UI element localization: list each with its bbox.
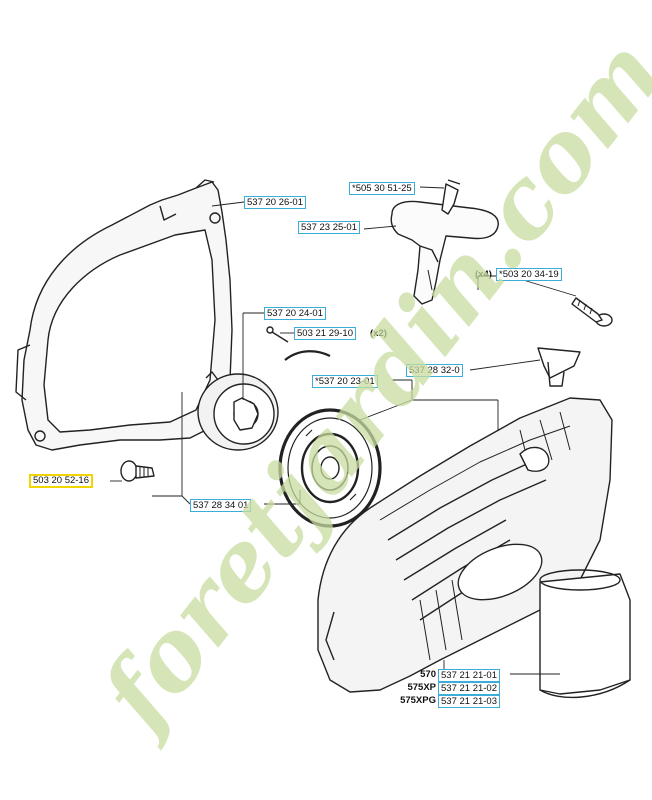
part-label-starter-housing: *537 20 23-01 [312, 375, 378, 388]
starter-housing [317, 397, 613, 693]
cylinder-shroud [539, 569, 631, 699]
part-label-rope-pulley: 537 20 24-01 [264, 307, 326, 320]
model-name-570: 570 [420, 669, 436, 680]
quantity-housing-screw: (x4) [475, 269, 492, 280]
part-label-starter-handle: 537 23 25-01 [298, 221, 360, 234]
housing-screw [571, 297, 613, 327]
handle-clip [441, 179, 461, 215]
part-label-bolt: 503 20 52-16 [29, 474, 93, 488]
part-label-small-screw: 503 21 29-10 [294, 327, 356, 340]
part-label-575xpg: 537 21 21-03 [438, 695, 500, 708]
rope-pulley [197, 371, 279, 451]
part-label-handle-clip: *505 30 51-25 [349, 182, 415, 195]
model-name-575xp: 575XP [407, 682, 436, 693]
starter-cover [15, 179, 233, 451]
part-label-575xp: 537 21 21-02 [438, 682, 500, 695]
model-name-575xpg: 575XPG [400, 695, 436, 706]
part-label-starter-cover: 537 20 26-01 [244, 196, 306, 209]
rope-guide-bushing [537, 347, 581, 387]
starter-rope [284, 350, 331, 361]
small-screw [266, 326, 289, 343]
starter-handle [390, 200, 499, 305]
part-label-570: 537 21 21-01 [438, 669, 500, 682]
bolt [120, 460, 155, 482]
leader-lines [110, 186, 577, 675]
part-label-housing-screw: *503 20 34-19 [496, 268, 562, 281]
part-label-rope-guide-bushing: 537 28 32-0 [406, 364, 463, 377]
quantity-small-screw: (x2) [370, 328, 387, 339]
part-label-recoil-spring: 537 28 34 01 [190, 499, 252, 512]
recoil-spring [278, 408, 382, 528]
